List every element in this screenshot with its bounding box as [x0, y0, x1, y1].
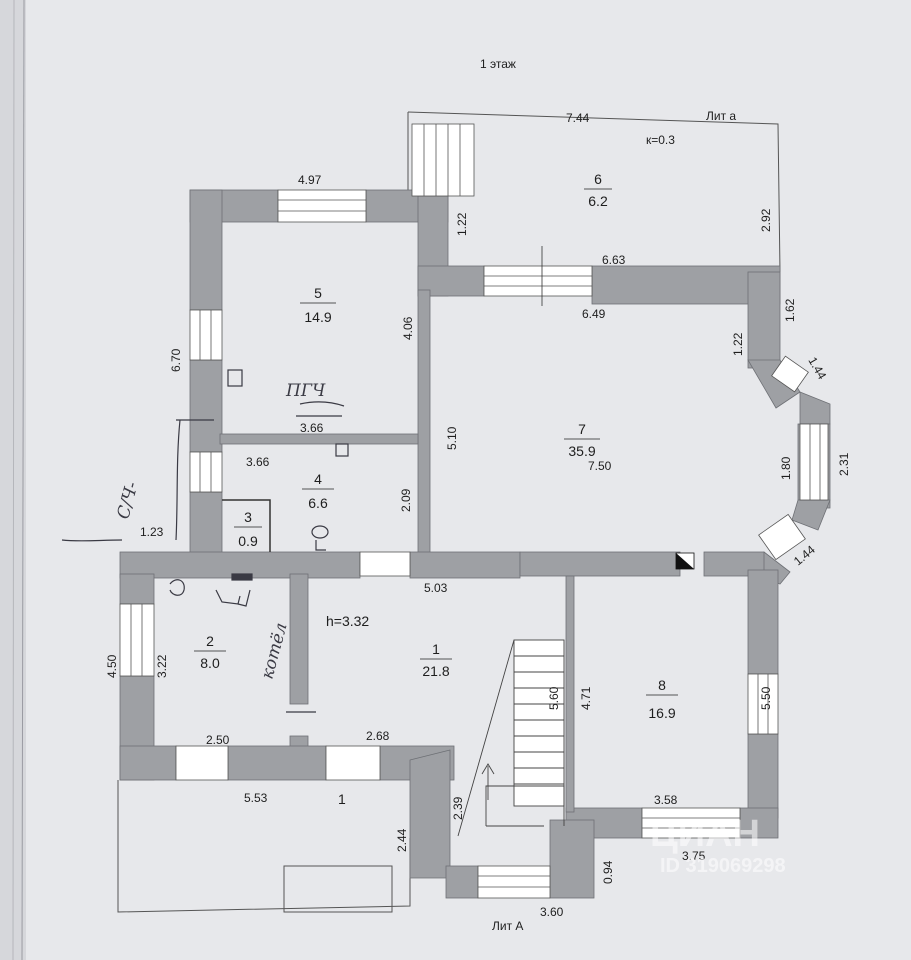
walls	[119, 189, 831, 899]
svg-text:6.2: 6.2	[588, 193, 608, 209]
svg-text:3.66: 3.66	[246, 455, 270, 469]
coefficient-label: к=0.3	[646, 133, 675, 147]
svg-text:1.80: 1.80	[779, 456, 793, 480]
svg-text:14.9: 14.9	[304, 309, 331, 325]
svg-text:3: 3	[244, 509, 252, 525]
chimney-mark	[676, 553, 694, 569]
lit-a-lower-label: Лит а	[706, 109, 736, 123]
room-2-label: 2 8.0	[194, 633, 226, 671]
svg-text:2.44: 2.44	[395, 828, 409, 852]
svg-text:3.66: 3.66	[300, 421, 324, 435]
svg-text:5.53: 5.53	[244, 791, 268, 805]
svg-text:8: 8	[658, 677, 666, 693]
svg-text:6.70: 6.70	[169, 348, 183, 372]
room-3-label: 3 0.9	[234, 509, 262, 549]
ceiling-height-label: h=3.32	[326, 613, 369, 629]
pen-marks	[61, 369, 349, 713]
svg-text:1.22: 1.22	[731, 332, 745, 356]
room-6-label: 6 6.2	[584, 171, 612, 209]
svg-text:4: 4	[314, 471, 322, 487]
svg-text:1.22: 1.22	[455, 212, 469, 236]
svg-text:3.75: 3.75	[682, 849, 706, 863]
svg-text:8.0: 8.0	[200, 655, 220, 671]
svg-text:2.31: 2.31	[837, 452, 851, 476]
svg-text:2.68: 2.68	[366, 729, 390, 743]
svg-text:4.50: 4.50	[105, 654, 119, 678]
svg-text:35.9: 35.9	[568, 443, 595, 459]
svg-text:6.49: 6.49	[582, 307, 606, 321]
svg-text:16.9: 16.9	[648, 705, 675, 721]
svg-text:2: 2	[206, 633, 214, 649]
svg-text:5: 5	[314, 285, 322, 301]
paper-binding-line	[12, 0, 15, 960]
vertical-dimension-labels: 2.92 1.22 4.06 1.62 1.22 1.44 6.70 5.10 …	[105, 208, 851, 884]
paper-edge-line	[21, 0, 25, 960]
room-8-label: 8 16.9	[646, 677, 678, 721]
thin-partitions	[222, 499, 271, 552]
svg-text:5.60: 5.60	[547, 686, 561, 710]
svg-text:4.06: 4.06	[401, 316, 415, 340]
svg-text:6: 6	[594, 171, 602, 187]
top-stair	[411, 123, 543, 306]
floor-title: 1 этаж	[480, 57, 516, 71]
svg-text:6.6: 6.6	[308, 495, 328, 511]
svg-text:2.09: 2.09	[399, 488, 413, 512]
internal-stair	[457, 639, 565, 837]
svg-text:5.10: 5.10	[445, 426, 459, 450]
svg-text:5.03: 5.03	[424, 581, 448, 595]
svg-text:3.58: 3.58	[654, 793, 678, 807]
svg-text:7.50: 7.50	[588, 459, 612, 473]
svg-text:0.9: 0.9	[238, 533, 258, 549]
room-7-label: 7 35.9	[564, 421, 600, 459]
watermark-brand: ЦИАН	[650, 813, 760, 855]
svg-text:2.92: 2.92	[759, 208, 773, 232]
room-5-label: 5 14.9	[300, 285, 336, 325]
svg-text:1: 1	[432, 641, 440, 657]
svg-text:21.8: 21.8	[422, 663, 449, 679]
room-1-label: 1 21.8	[420, 641, 452, 679]
svg-text:2.39: 2.39	[451, 796, 465, 820]
svg-text:0.94: 0.94	[601, 860, 615, 884]
svg-text:1.62: 1.62	[783, 298, 797, 322]
svg-text:3.60: 3.60	[540, 905, 564, 919]
room-4-label: 4 6.6	[302, 471, 334, 511]
svg-text:1.23: 1.23	[140, 525, 164, 539]
svg-text:6.63: 6.63	[602, 253, 626, 267]
svg-text:7: 7	[578, 421, 586, 437]
svg-text:3.22: 3.22	[155, 654, 169, 678]
lit-a-upper-label: Лит А	[492, 919, 523, 933]
svg-text:4.97: 4.97	[298, 173, 322, 187]
svg-text:5.50: 5.50	[759, 686, 773, 710]
extension-outline	[407, 111, 781, 273]
watermark-id: ID 319069298	[660, 855, 786, 877]
handwritten-gas-note: ПГЧ	[285, 381, 326, 401]
porch-number-label: 1	[338, 791, 346, 807]
windows	[119, 189, 829, 899]
svg-text:4.71: 4.71	[579, 686, 593, 710]
dimension-labels: 7.44 4.97 6.63 6.49 3.66 3.66 7.50 1.23 …	[140, 111, 706, 919]
svg-text:7.44: 7.44	[566, 111, 590, 125]
svg-text:2.50: 2.50	[206, 733, 230, 747]
